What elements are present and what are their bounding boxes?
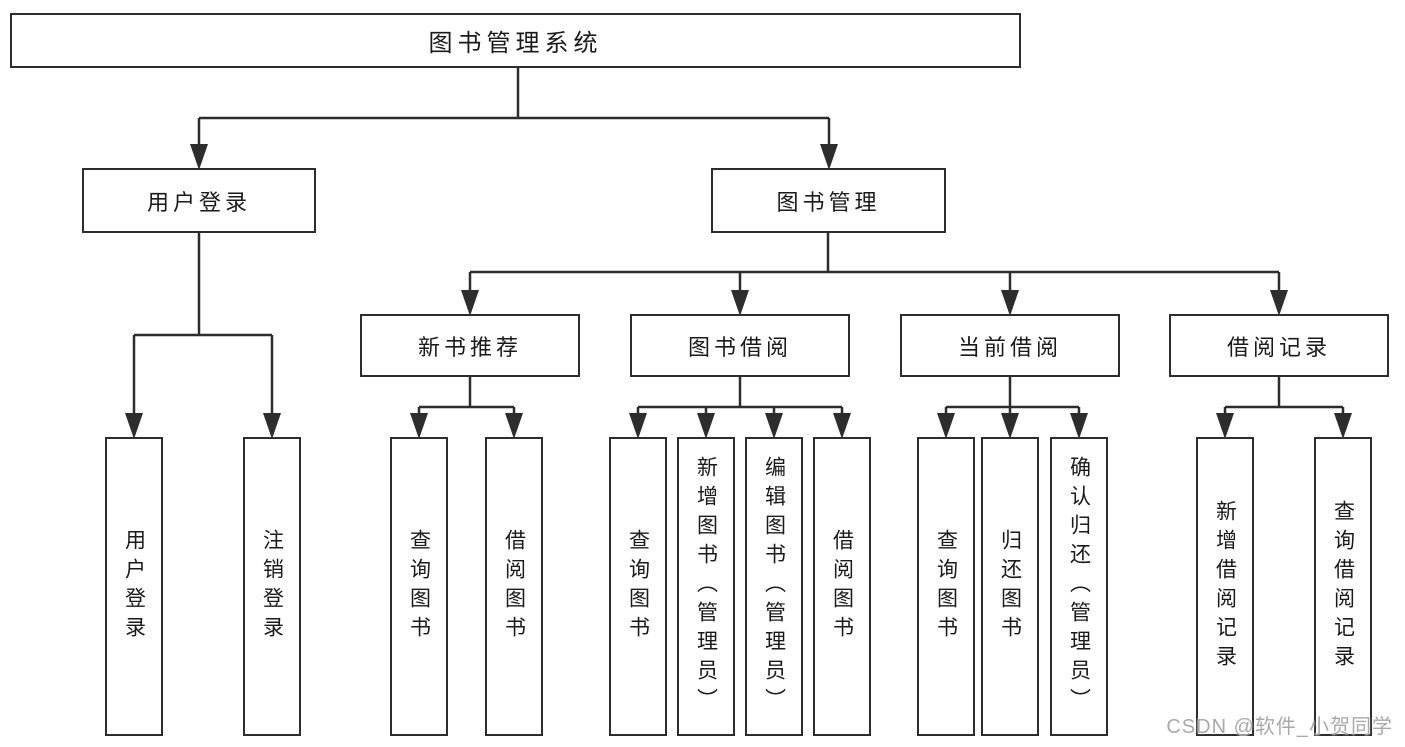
node-book-management-label: 图书管理 bbox=[776, 189, 881, 215]
leaf-borrow-books: 借阅图书 bbox=[813, 437, 871, 736]
leaf-add-book-admin-label: 新增图书（管理员） bbox=[694, 456, 718, 717]
arrowhead-down-icon bbox=[1001, 290, 1019, 316]
leaf-add-borrow-record-label: 新增借阅记录 bbox=[1213, 499, 1237, 674]
leaf-query-books-recommend-label: 查询图书 bbox=[407, 528, 431, 645]
leaf-query-borrow-record-label: 查询借阅记录 bbox=[1331, 499, 1355, 674]
leaf-edit-book-admin-label: 编辑图书（管理员） bbox=[762, 456, 786, 717]
arrowhead-down-icon bbox=[461, 290, 479, 316]
arrowhead-down-icon bbox=[1070, 413, 1088, 439]
leaf-return-books: 归还图书 bbox=[981, 437, 1039, 736]
watermark: CSDN @软件_小贺同学 bbox=[1166, 716, 1393, 738]
leaf-query-borrow-record: 查询借阅记录 bbox=[1314, 437, 1372, 736]
leaf-user-login-label: 用户登录 bbox=[122, 528, 146, 645]
arrowhead-down-icon bbox=[765, 413, 783, 439]
leaf-return-books-label: 归还图书 bbox=[998, 528, 1022, 645]
connector-book-management-to-level3 bbox=[468, 233, 1281, 292]
connector-book-borrow-to-leaves bbox=[636, 377, 844, 414]
node-new-book-recommend: 新书推荐 bbox=[360, 314, 580, 377]
leaf-add-book-admin: 新增图书（管理员） bbox=[677, 437, 735, 736]
node-current-borrow: 当前借阅 bbox=[900, 314, 1120, 377]
arrowhead-down-icon bbox=[937, 413, 955, 439]
arrowhead-down-icon bbox=[190, 144, 208, 170]
arrowhead-down-icon bbox=[697, 413, 715, 439]
node-root: 图书管理系统 bbox=[10, 13, 1021, 68]
connector-root-to-level2 bbox=[197, 68, 831, 146]
arrowhead-down-icon bbox=[1216, 413, 1234, 439]
arrowhead-down-icon bbox=[505, 413, 523, 439]
arrowhead-down-icon bbox=[820, 144, 838, 170]
arrowhead-down-icon bbox=[833, 413, 851, 439]
leaf-borrow-books-recommend-label: 借阅图书 bbox=[502, 528, 526, 645]
leaf-borrow-books-recommend: 借阅图书 bbox=[485, 437, 543, 736]
node-user-login: 用户登录 bbox=[82, 168, 316, 233]
leaf-user-login: 用户登录 bbox=[105, 437, 163, 736]
node-book-management: 图书管理 bbox=[711, 168, 946, 233]
node-user-login-label: 用户登录 bbox=[146, 189, 251, 215]
arrowhead-down-icon bbox=[1001, 413, 1019, 439]
connector-new-book-recommend-to-leaves bbox=[417, 377, 516, 414]
node-borrow-records-label: 借阅记录 bbox=[1226, 334, 1331, 360]
node-new-book-recommend-label: 新书推荐 bbox=[417, 334, 522, 360]
leaf-add-borrow-record: 新增借阅记录 bbox=[1196, 437, 1254, 736]
node-root-label: 图书管理系统 bbox=[428, 30, 603, 57]
connector-current-borrow-to-leaves bbox=[944, 377, 1081, 414]
arrowhead-down-icon bbox=[731, 290, 749, 316]
arrowheads bbox=[125, 144, 1352, 439]
node-borrow-records: 借阅记录 bbox=[1169, 314, 1389, 377]
node-book-borrow: 图书借阅 bbox=[630, 314, 850, 377]
node-book-borrow-label: 图书借阅 bbox=[687, 334, 792, 360]
leaf-confirm-return-admin: 确认归还（管理员） bbox=[1050, 437, 1108, 736]
leaf-query-books-current-label: 查询图书 bbox=[934, 528, 958, 645]
leaf-query-books-borrow-label: 查询图书 bbox=[626, 528, 650, 645]
leaf-logout-label: 注销登录 bbox=[260, 528, 284, 645]
node-current-borrow-label: 当前借阅 bbox=[957, 334, 1062, 360]
leaf-edit-book-admin: 编辑图书（管理员） bbox=[745, 437, 803, 736]
leaf-confirm-return-admin-label: 确认归还（管理员） bbox=[1067, 456, 1091, 717]
arrowhead-down-icon bbox=[263, 413, 281, 439]
arrowhead-down-icon bbox=[1334, 413, 1352, 439]
arrowhead-down-icon bbox=[410, 413, 428, 439]
leaf-logout: 注销登录 bbox=[243, 437, 301, 736]
leaf-query-books-recommend: 查询图书 bbox=[390, 437, 448, 736]
leaf-borrow-books-label: 借阅图书 bbox=[830, 528, 854, 645]
connector-user-login-to-leaves bbox=[132, 233, 274, 414]
leaf-query-books-borrow: 查询图书 bbox=[609, 437, 667, 736]
arrowhead-down-icon bbox=[1270, 290, 1288, 316]
arrowhead-down-icon bbox=[629, 413, 647, 439]
connector-paths bbox=[132, 68, 1345, 414]
leaf-query-books-current: 查询图书 bbox=[917, 437, 975, 736]
arrowhead-down-icon bbox=[125, 413, 143, 439]
connector-borrow-records-to-leaves bbox=[1223, 377, 1345, 414]
